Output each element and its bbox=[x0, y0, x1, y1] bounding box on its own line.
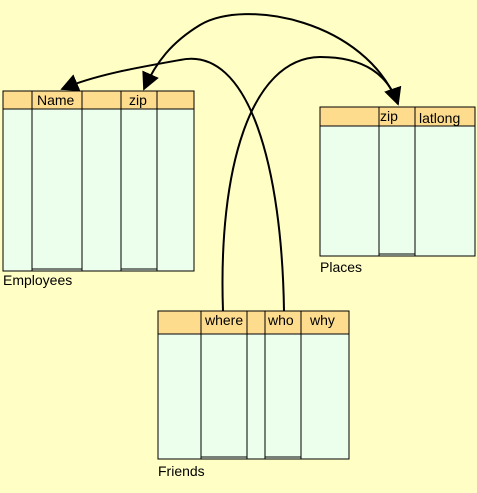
employees-table-label: Employees bbox=[3, 272, 73, 288]
employees-col-zip: zip bbox=[129, 92, 147, 108]
employees-col-name: Name bbox=[37, 92, 75, 108]
friends-table: where who why bbox=[157, 310, 350, 460]
arrow-who-to-employees-name bbox=[60, 57, 285, 312]
employees-body bbox=[2, 108, 195, 272]
places-col-latlong: latlong bbox=[419, 110, 460, 126]
arrow-places-zip-to-employees-zip bbox=[142, 13, 399, 105]
employees-table: Name zip bbox=[2, 90, 195, 272]
places-table-label: Places bbox=[320, 259, 363, 275]
places-col-zip: zip bbox=[380, 108, 398, 124]
friends-body bbox=[157, 333, 350, 460]
arrow-where-to-places-zip bbox=[221, 55, 402, 312]
friends-col-where: where bbox=[204, 312, 243, 328]
friends-col-why: why bbox=[309, 312, 335, 328]
places-table: zip latlong bbox=[319, 106, 476, 257]
places-body bbox=[319, 125, 476, 257]
friends-table-label: Friends bbox=[158, 463, 205, 479]
friends-col-who: who bbox=[267, 312, 294, 328]
